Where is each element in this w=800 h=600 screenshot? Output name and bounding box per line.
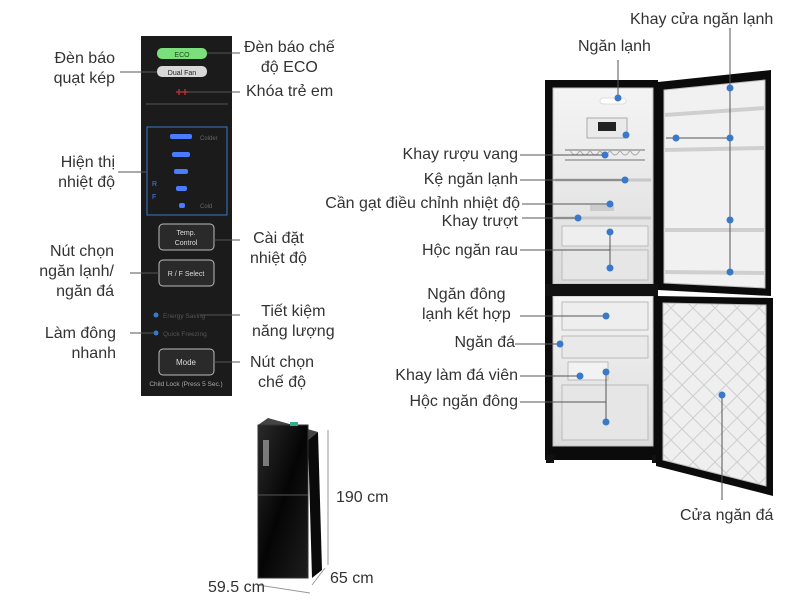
label-height: 190 cm: [336, 489, 389, 506]
svg-text:R / F Select: R / F Select: [168, 271, 205, 278]
label-wine-rack: Khay rượu vang: [402, 146, 518, 163]
open-fridge: [545, 70, 773, 496]
child-lock-icon: [176, 89, 188, 95]
child-lock-text: Child Lock (Press 5 Sec.): [149, 381, 222, 388]
quick-freezing-dot: [153, 330, 159, 336]
label-freezer: Ngăn đá: [454, 334, 516, 351]
control-panel: ECO Dual Fan Colder Cold R F Temp. Contr…: [141, 36, 232, 396]
label-fridge-shelf: Kệ ngăn lạnh: [423, 171, 518, 188]
level-top-text: Colder: [200, 136, 218, 142]
panel-leader-lines: [118, 52, 240, 363]
quick-freezing-text: Quick Freezing: [163, 331, 207, 338]
rf-select-button[interactable]: R / F Select: [158, 259, 215, 287]
fridge-leader-lines: [515, 28, 731, 500]
label-depth: 65 cm: [330, 570, 374, 587]
svg-text:Temp.: Temp.: [176, 230, 195, 237]
label-temp-lever: Cần gạt điều chỉnh nhiệt độ: [325, 195, 520, 212]
level-bottom-text: Cold: [200, 204, 212, 210]
label-freezer-door: Cửa ngăn đá: [680, 507, 774, 524]
fridge-dimensions-figure: [257, 418, 329, 594]
svg-text:Control: Control: [175, 240, 198, 247]
energy-saving-text: Energy Saving: [163, 313, 206, 320]
energy-saving-dot: [153, 312, 159, 318]
label-width: 59.5 cm: [208, 579, 265, 596]
mode-button[interactable]: Mode: [158, 348, 215, 376]
label-door-tray: Khay cửa ngăn lạnh: [630, 11, 774, 28]
label-freezer-drawer: Hộc ngăn đông: [409, 393, 518, 410]
svg-text:Mode: Mode: [176, 358, 197, 367]
fridge-callout-dots: [556, 84, 734, 426]
temperature-display: Colder Cold R F: [152, 134, 218, 210]
dual-fan-indicator: [157, 66, 207, 77]
r-letter: R: [152, 181, 157, 188]
temp-control-button[interactable]: Temp. Control: [158, 223, 215, 251]
eco-text: ECO: [174, 52, 190, 59]
label-fridge-compartment: Ngăn lạnh: [578, 38, 651, 55]
eco-indicator: [157, 48, 207, 59]
label-vegetable-drawer: Hộc ngăn rau: [421, 242, 518, 259]
label-sliding-tray: Khay trượt: [441, 213, 518, 230]
dual-fan-text: Dual Fan: [168, 70, 197, 77]
label-child-lock: Khóa trẻ em: [246, 83, 334, 100]
label-ice-tray: Khay làm đá viên: [395, 367, 518, 384]
f-letter: F: [152, 194, 156, 201]
